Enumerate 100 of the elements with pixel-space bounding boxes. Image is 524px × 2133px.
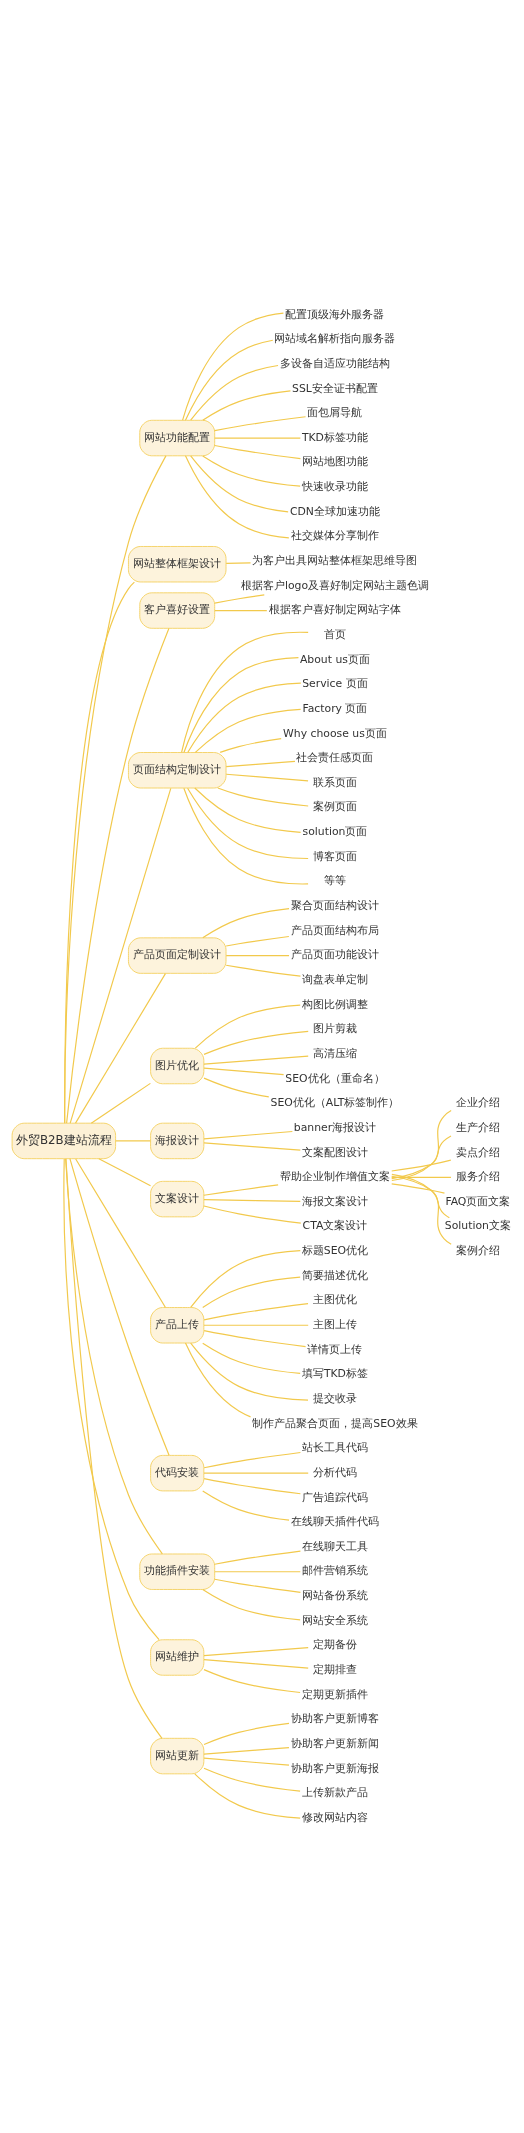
node-text: 为客户出具网站整体框架思维导图 xyxy=(252,554,418,568)
connector xyxy=(203,1757,290,1766)
node-text: Factory 页面 xyxy=(302,701,368,715)
connector xyxy=(203,1142,301,1151)
connector xyxy=(187,787,309,860)
node-text: 文案配图设计 xyxy=(301,1145,368,1159)
node-box: 外贸B2B建站流程 xyxy=(11,1122,117,1160)
connector xyxy=(194,708,302,753)
node-text: 站长工具代码 xyxy=(301,1441,368,1455)
connector xyxy=(214,437,301,439)
connector xyxy=(203,1647,309,1657)
connector xyxy=(391,1109,452,1182)
node-text: 网站域名解析指向服务器 xyxy=(274,332,396,346)
connector xyxy=(202,1276,301,1308)
node-text: 定期备份 xyxy=(312,1638,357,1652)
connector xyxy=(190,364,279,421)
connector xyxy=(391,1175,450,1219)
node-text: 协助客户更新海报 xyxy=(290,1761,379,1775)
connector xyxy=(190,1250,301,1308)
node-box: 网站功能配置 xyxy=(139,419,216,457)
connector xyxy=(66,627,170,1124)
node-text: 协助客户更新博客 xyxy=(290,1712,379,1726)
node-text: 卖点介绍 xyxy=(455,1145,500,1159)
node-text: 根据客户喜好制定网站字体 xyxy=(268,603,401,617)
node-text: 主图优化 xyxy=(312,1293,357,1307)
node-text: 案例页面 xyxy=(312,800,357,814)
node-text: 博客页面 xyxy=(312,849,357,863)
connector xyxy=(391,1159,452,1172)
node-text: 聚合页面结构设计 xyxy=(290,899,379,913)
node-text: CTA文案设计 xyxy=(302,1219,368,1233)
node-text: 主图上传 xyxy=(312,1318,357,1332)
connector xyxy=(65,1158,163,1555)
node-text: 定期更新插件 xyxy=(301,1687,368,1701)
connector xyxy=(69,787,172,1124)
node-text: 填写TKD标签 xyxy=(301,1367,368,1381)
connector xyxy=(214,444,302,460)
node-text: 标题SEO优化 xyxy=(301,1244,369,1258)
connector xyxy=(391,1183,446,1194)
node-text: 询盘表单定制 xyxy=(301,973,368,986)
node-text: banner海报设计 xyxy=(293,1120,377,1134)
node-text: SEO优化（重命名） xyxy=(285,1071,385,1085)
connector xyxy=(391,1173,452,1245)
node-text: 制作产品聚合页面，提高SEO效果 xyxy=(252,1416,418,1430)
connector xyxy=(203,1055,309,1065)
node-text: FAQ页面文案 xyxy=(445,1194,511,1208)
connector xyxy=(225,935,290,947)
connector xyxy=(202,1342,301,1374)
node-text: 详情页上传 xyxy=(307,1342,363,1356)
node-text: 广告追踪代码 xyxy=(301,1490,368,1504)
connector xyxy=(202,1589,301,1621)
node-text: 图片剪裁 xyxy=(312,1022,357,1036)
node-text: 网站备份系统 xyxy=(301,1589,368,1603)
node-text: 产品页面功能设计 xyxy=(290,948,379,962)
node-text: 社交媒体分享制作 xyxy=(290,529,379,543)
node-text: CDN全球加速功能 xyxy=(289,504,380,518)
node-box: 海报设计 xyxy=(150,1122,205,1160)
connector xyxy=(63,1158,160,1641)
connector xyxy=(194,787,302,833)
connector xyxy=(203,1722,290,1746)
node-box: 网站维护 xyxy=(150,1639,205,1676)
connector xyxy=(74,973,166,1124)
connector xyxy=(98,1158,152,1187)
node-text: SEO优化（ALT标签制作） xyxy=(270,1096,400,1110)
connector xyxy=(203,1451,302,1469)
connector xyxy=(202,390,292,421)
node-text: 服务介绍 xyxy=(455,1170,500,1184)
node-text: Service 页面 xyxy=(302,677,368,691)
connector xyxy=(217,787,309,807)
node-text: About us页面 xyxy=(299,652,370,666)
node-text: 根据客户logo及喜好制定网站主题色调 xyxy=(240,578,430,592)
node-box: 网站整体框架设计 xyxy=(127,546,227,583)
node-box: 文案设计 xyxy=(150,1180,205,1218)
node-text: 产品页面结构布局 xyxy=(290,923,379,937)
connector xyxy=(203,1330,307,1348)
node-box: 产品上传 xyxy=(150,1307,205,1344)
node-text: 多设备自适应功能结构 xyxy=(279,356,390,370)
connector xyxy=(203,1472,309,1474)
connector xyxy=(225,955,290,957)
connector xyxy=(391,1176,452,1178)
connector xyxy=(203,1205,302,1224)
connector xyxy=(203,1669,301,1694)
connector xyxy=(225,760,296,768)
connector xyxy=(202,455,301,487)
connector xyxy=(184,1342,252,1418)
connector xyxy=(64,455,167,1124)
node-text: 企业介绍 xyxy=(455,1096,500,1110)
connector xyxy=(181,631,309,753)
connector xyxy=(203,1199,301,1202)
node-text: 帮助企业制作增值文案 xyxy=(279,1170,390,1184)
connector xyxy=(202,1490,290,1521)
connector xyxy=(194,1004,301,1049)
node-text: 分析代码 xyxy=(312,1465,357,1479)
connector xyxy=(214,1578,302,1593)
node-text: Why choose us页面 xyxy=(283,726,387,740)
connector xyxy=(203,1767,301,1792)
node-box: 功能插件安装 xyxy=(139,1553,216,1590)
node-box: 图片优化 xyxy=(150,1047,205,1085)
connector xyxy=(187,682,302,753)
connector xyxy=(69,1158,170,1456)
connector xyxy=(214,1550,302,1565)
